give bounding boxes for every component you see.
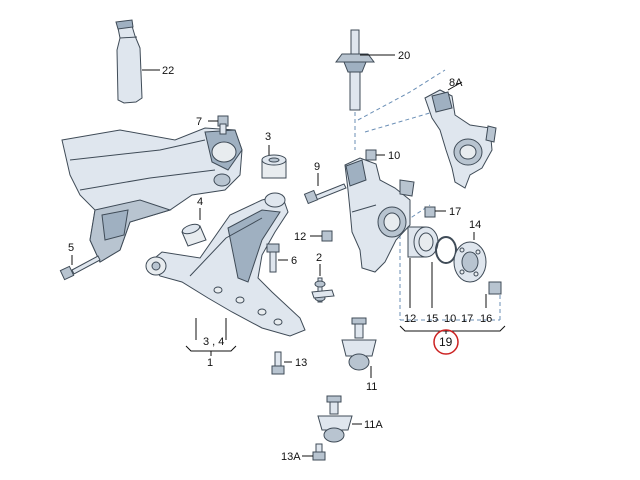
callout-2: 2 [316, 252, 322, 264]
callout-4: 4 [197, 196, 203, 208]
callout-22: 22 [162, 65, 174, 77]
bolt-13a: 13A [281, 443, 326, 463]
callout-14: 14 [469, 219, 481, 231]
callout-17a: 17 [449, 206, 461, 218]
bushing-3: 3 [261, 131, 287, 179]
callout-13: 13 [295, 357, 307, 369]
ball-joint-11a: 11A [317, 395, 383, 443]
steering-knuckle [344, 157, 415, 273]
callout-6: 6 [291, 255, 297, 267]
bushing-4: 4 [181, 196, 207, 247]
callout-8a: 8A [449, 77, 463, 89]
wheel-hub-14: 14 [453, 219, 487, 283]
steering-knuckle-8a: 8A [424, 77, 497, 189]
callout-12b: 12 [404, 313, 416, 325]
strut-bolt-20: 20 [335, 29, 410, 111]
nut-12-upper: 12 [294, 230, 333, 243]
bolt-13: 13 [271, 351, 307, 375]
bearing-parts-row: 12 15 10 17 16 19 [399, 258, 506, 355]
callout-12a: 12 [294, 231, 306, 243]
callout-17b: 17 [461, 313, 473, 325]
callout-10b: 10 [444, 313, 456, 325]
callout-15: 15 [426, 313, 438, 325]
callout-19: 19 [439, 335, 453, 349]
callout-5: 5 [68, 242, 74, 254]
hub-nut-16 [488, 281, 502, 295]
bolt-6: 6 [266, 243, 297, 273]
bolt-7: 7 [196, 115, 229, 135]
control-arm-1 [145, 192, 306, 337]
callout-11: 11 [366, 381, 377, 393]
link-2: 2 [311, 252, 335, 303]
highlight-circle [433, 329, 459, 355]
callout-16: 16 [480, 313, 492, 325]
bolt-9: 9 [303, 161, 347, 205]
callout-10a: 10 [388, 150, 400, 162]
wheel-bearing-15 [407, 226, 439, 258]
nut-17-upper: 17 [424, 206, 461, 218]
callout-3-4: 3 , 4 [203, 336, 224, 348]
callout-1: 1 [207, 357, 213, 369]
bolt-5: 5 [59, 242, 101, 281]
callout-11a: 11A [364, 419, 383, 431]
callout-13a: 13A [281, 451, 301, 463]
grease-tube-22: 22 [115, 19, 174, 104]
callout-20: 20 [398, 50, 410, 62]
callout-3: 3 [265, 131, 271, 143]
ball-joint-11: 11 [341, 317, 377, 393]
arm-bracket: 3 , 4 1 [185, 318, 237, 369]
subframe [61, 127, 243, 263]
callout-7: 7 [196, 116, 202, 128]
nut-10-upper: 10 [365, 149, 400, 162]
circlip [435, 236, 457, 264]
callout-9: 9 [314, 161, 320, 173]
